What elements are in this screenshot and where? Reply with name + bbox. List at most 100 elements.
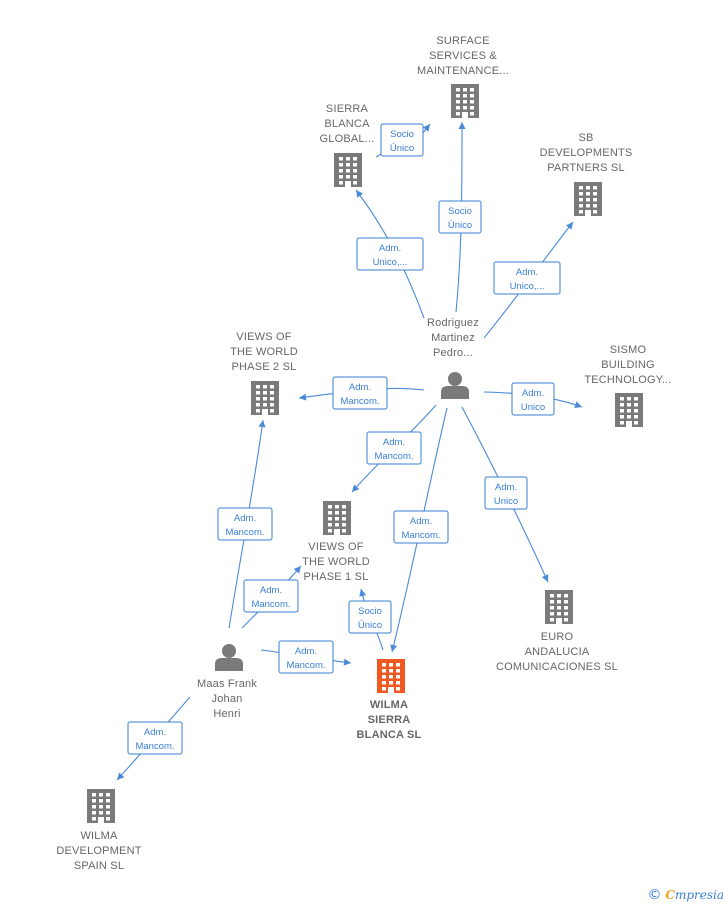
edge-labels-layer: SocioÚnicoAdm.Unico,...SocioÚnicoAdm.Uni… [127,123,561,755]
edge-label-box [278,640,334,674]
building-window [382,675,386,679]
building-icon[interactable] [545,590,573,624]
building-window [396,681,400,685]
building-window [335,523,339,527]
person-node-rodriguez[interactable]: RodriguezMartinezPedro... [427,317,479,399]
empresia-brand-logo[interactable]: © Cmpresia [648,887,724,903]
building-window [456,106,460,110]
edge-label-box [493,261,561,295]
building-window [564,612,568,616]
arrow-head-icon [565,222,573,230]
edge-role-label[interactable]: Adm.Mancom. [217,507,273,541]
edge-role-label[interactable]: Adm.Mancom. [243,579,299,613]
edge-label-box [127,721,183,755]
building-icon[interactable] [334,153,362,187]
edge-role-label[interactable]: Adm.Unico,... [356,237,424,271]
building-window [557,594,561,598]
edge-role-label[interactable]: Adm.Unico,... [493,261,561,295]
building-icon[interactable] [615,393,643,427]
building-window [564,600,568,604]
building-window [564,618,568,622]
building-window [627,415,631,419]
node-label-line: EURO [541,631,574,643]
node-label-line: BUILDING [601,359,655,371]
building-icon[interactable] [451,84,479,118]
building-window [634,403,638,407]
building-icon[interactable] [323,501,351,535]
building-window [339,175,343,179]
edge-label-line: Único [358,620,382,631]
edge-role-label[interactable]: Adm.Mancom. [366,431,422,465]
edge-role-label[interactable]: Adm.Mancom. [332,376,388,410]
building-window [463,100,467,104]
node-label-line: THE WORLD [302,556,370,568]
building-door [556,618,562,624]
person-body [441,386,469,399]
edge-label-box [332,376,388,410]
edge-label-line: Adm. [349,382,371,393]
building-window [586,198,590,202]
arrow-head-icon [299,393,307,401]
building-icon[interactable] [251,381,279,415]
building-icon[interactable] [377,659,405,693]
building-window [263,385,267,389]
node-label-line: PHASE 1 SL [304,571,369,583]
building-window [335,505,339,509]
edge-role-label[interactable]: Adm. Unico [484,476,528,510]
building-window [579,198,583,202]
person-icon[interactable] [441,372,469,399]
building-window [342,505,346,509]
person-icon[interactable] [215,644,243,671]
edge-role-label[interactable]: Adm.Mancom. [278,640,334,674]
building-window [106,799,110,803]
edge-label-line: Unico [494,496,518,507]
company-node-sierra_global[interactable]: SIERRABLANCAGLOBAL... [320,103,375,187]
building-window [92,805,96,809]
node-label-line: BLANCA SL [357,729,422,741]
edge-role-label[interactable]: Adm.Mancom. [393,510,449,544]
building-window [586,204,590,208]
building-window [456,100,460,104]
building-window [353,175,357,179]
edge-label-line: Unico,... [373,257,408,268]
arrow-head-icon [117,772,125,780]
node-label-line: Johan [212,693,243,705]
building-window [99,805,103,809]
building-window [256,403,260,407]
node-label-line: SURFACE [436,35,489,47]
node-label-line: GLOBAL... [320,133,375,145]
node-label-line: DEVELOPMENT [56,845,141,857]
building-icon[interactable] [574,182,602,216]
building-window [579,210,583,214]
building-window [634,409,638,413]
building-window [557,600,561,604]
building-window [550,612,554,616]
arrow-head-icon [293,566,301,574]
building-window [270,403,274,407]
edge-label-line: Mancom. [135,741,174,752]
edge-label-line: Adm. [495,482,517,493]
building-window [396,687,400,691]
node-label-line: SIERRA [368,714,411,726]
edge-role-label[interactable]: Adm.Mancom. [127,721,183,755]
building-icon[interactable] [87,789,115,823]
building-window [92,793,96,797]
edge-label-line: Único [390,143,414,154]
company-node-sismo[interactable]: SISMOBUILDINGTECHNOLOGY... [584,344,671,427]
edge-role-label[interactable]: Adm.Unico [511,382,555,416]
building-window [99,799,103,803]
building-window [620,415,624,419]
